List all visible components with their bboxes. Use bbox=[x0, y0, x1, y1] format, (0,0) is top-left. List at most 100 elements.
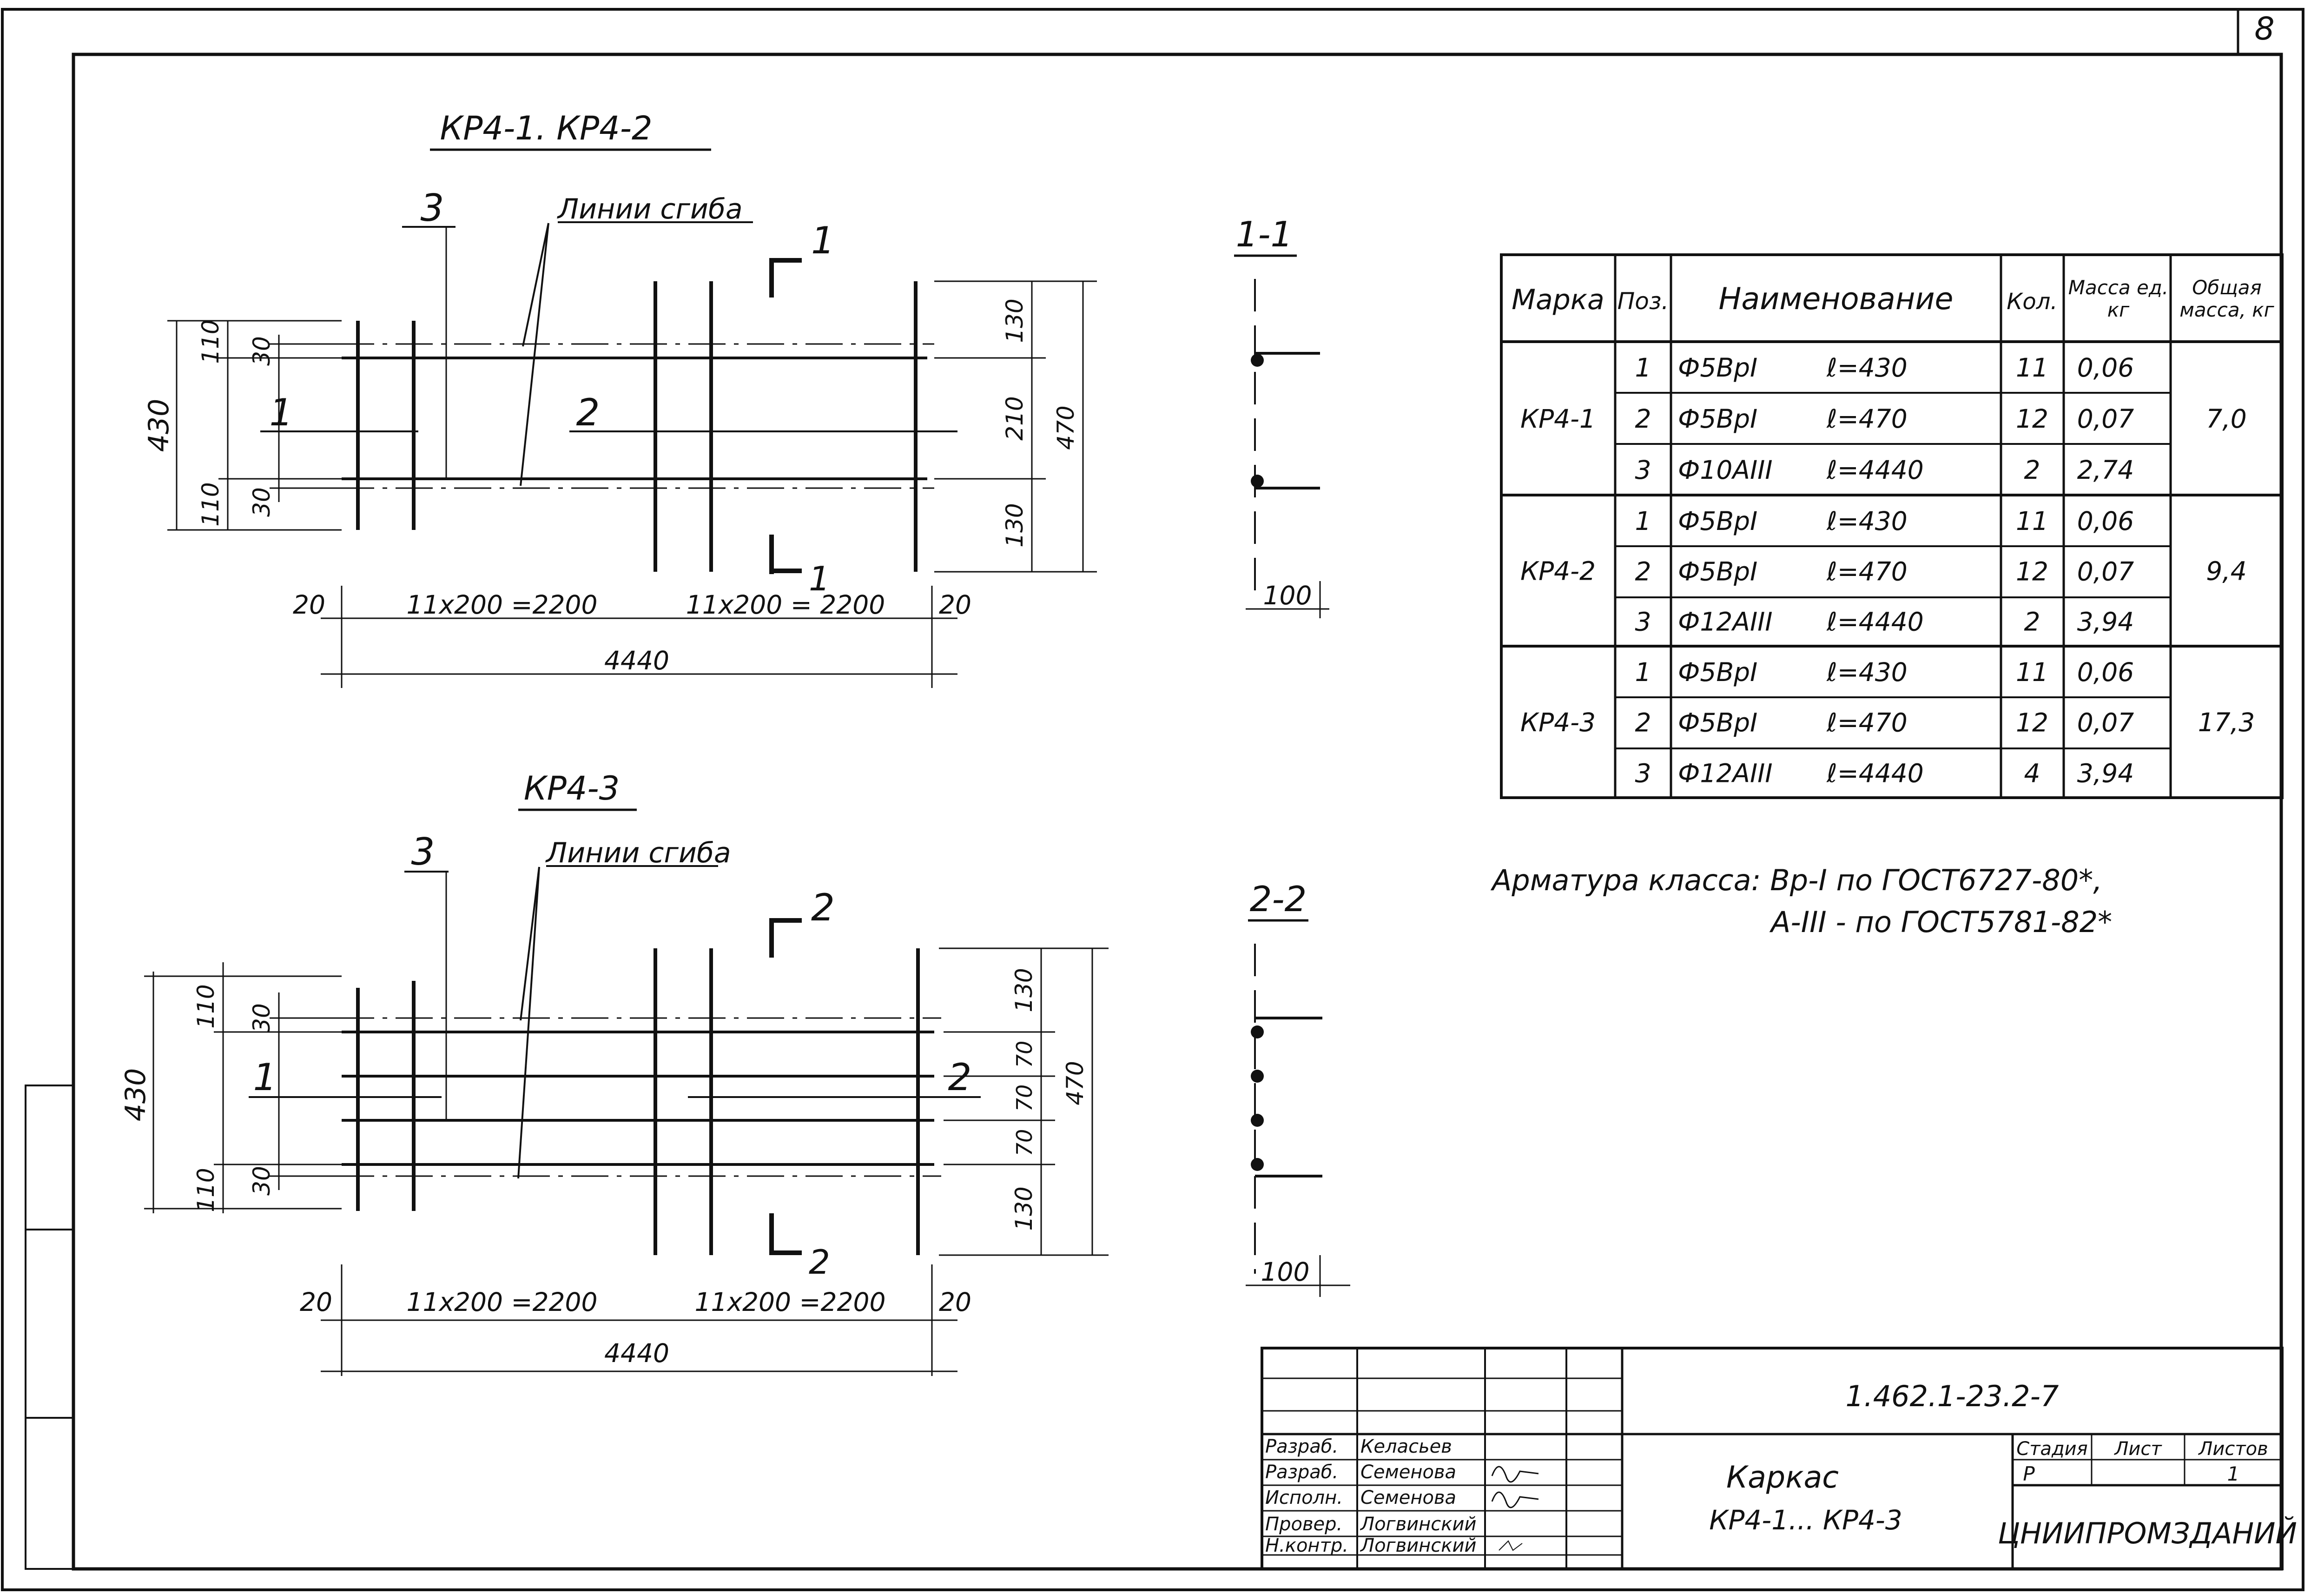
stage-header: Стадия bbox=[2016, 1438, 2087, 1460]
header-total-mass: Общая масса, кг bbox=[2179, 277, 2274, 321]
mark-cell: КР4-1 bbox=[1520, 404, 1596, 434]
dim-bottom-total: 4440 bbox=[604, 1338, 669, 1368]
sheets-header: Листов bbox=[2198, 1438, 2268, 1460]
note-line-1: Арматура класса: Вр-I по ГОСТ6727-80*, bbox=[1490, 863, 2102, 897]
signature-mark bbox=[1491, 1466, 1539, 1483]
sheets-value: 1 bbox=[2227, 1462, 2240, 1485]
quantity-cell: 4 bbox=[2024, 758, 2040, 788]
bar-name-cell: Ф5ВрI bbox=[1678, 404, 1757, 434]
section-2-2-width: 100 bbox=[1261, 1257, 1310, 1287]
quantity-cell: 11 bbox=[2016, 657, 2048, 687]
dim-right-total: 470 bbox=[1062, 1061, 1089, 1105]
header-mark: Марка bbox=[1512, 284, 1604, 316]
dim-bottom-first: 11x200 =2200 bbox=[406, 590, 597, 620]
position-cell: 2 bbox=[1635, 556, 1651, 586]
unit-mass-cell: 0,06 bbox=[2077, 353, 2134, 383]
document-code: 1.462.1-23.2-7 bbox=[1846, 1379, 2059, 1413]
dim-bottom-left-end: 20 bbox=[293, 590, 325, 620]
position-label-3: 3 bbox=[411, 830, 435, 873]
staff-role: Разраб. bbox=[1265, 1436, 1338, 1457]
bar-name-cell: Ф12АIII bbox=[1678, 758, 1773, 788]
quantity-cell: 2 bbox=[2024, 455, 2040, 485]
dim-right-top: 130 bbox=[1010, 968, 1037, 1012]
position-cell: 1 bbox=[1635, 353, 1651, 383]
bar-length-cell: ℓ=470 bbox=[1826, 708, 1908, 738]
position-label-3: 3 bbox=[421, 186, 444, 230]
section-mark-2-top: 2 bbox=[811, 886, 835, 929]
section-1-1: 1-1 100 bbox=[1234, 214, 1329, 618]
title-line-1: Каркас bbox=[1726, 1460, 1839, 1495]
position-cell: 2 bbox=[1635, 404, 1651, 434]
sheet-number: 8 bbox=[2254, 11, 2274, 47]
dim-bottom-second: 11x200 = 2200 bbox=[686, 590, 885, 620]
staff-role: Разраб. bbox=[1265, 1462, 1338, 1483]
staff-role: Исполн. bbox=[1265, 1487, 1343, 1508]
dim-bottom-left-end: 20 bbox=[300, 1287, 332, 1317]
position-cell: 3 bbox=[1635, 758, 1651, 788]
section-2-2: 2-2 100 bbox=[1246, 879, 1350, 1297]
unit-mass-cell: 0,07 bbox=[2077, 556, 2134, 586]
title-line-2: КР4-1... КР4-3 bbox=[1709, 1504, 1902, 1536]
bar-length-cell: ℓ=430 bbox=[1826, 506, 1908, 536]
position-label-1: 1 bbox=[253, 1056, 277, 1099]
bar-name-cell: Ф5ВрI bbox=[1678, 506, 1757, 536]
unit-mass-cell: 0,07 bbox=[2077, 404, 2134, 434]
unit-mass-cell: 0,06 bbox=[2077, 657, 2134, 687]
dim-right-70b: 70 bbox=[1012, 1085, 1037, 1112]
staff-name: Келасьев bbox=[1360, 1436, 1452, 1457]
staff-name: Логвинский bbox=[1360, 1514, 1476, 1535]
mark-cell: КР4-3 bbox=[1520, 708, 1596, 737]
bottom-view: КР4-3 2 2 3 1 2 Линии сгиба bbox=[119, 769, 1109, 1376]
bar-length-cell: ℓ=430 bbox=[1826, 657, 1908, 687]
organization: ЦНИИПРОМЗДАНИЙ bbox=[1998, 1516, 2297, 1550]
staff-name: Семенова bbox=[1360, 1487, 1456, 1508]
bar-length-cell: ℓ=4440 bbox=[1826, 455, 1924, 485]
note-line-2: А-III - по ГОСТ5781-82* bbox=[1769, 905, 2112, 939]
bottom-view-title: КР4-3 bbox=[524, 769, 620, 807]
spec-table: Марка Поз. Наименование Кол. Масса ед. к… bbox=[1500, 253, 2284, 799]
unit-mass-cell: 0,07 bbox=[2077, 708, 2134, 738]
header-unit-mass: Масса ед. кг bbox=[2068, 277, 2169, 321]
bar-name-cell: Ф12АIII bbox=[1678, 607, 1773, 637]
dim-right-total: 470 bbox=[1052, 405, 1079, 450]
header-name: Наименование bbox=[1718, 282, 1953, 317]
position-label-2: 2 bbox=[948, 1056, 972, 1099]
staff-name: Семенова bbox=[1360, 1462, 1456, 1483]
dim-right-bottom: 130 bbox=[1010, 1186, 1037, 1230]
section-1-1-width: 100 bbox=[1263, 581, 1312, 610]
quantity-cell: 11 bbox=[2016, 353, 2048, 383]
dim-right-bottom: 130 bbox=[1001, 503, 1028, 547]
quantity-cell: 11 bbox=[2016, 506, 2048, 536]
dim-right-70a: 70 bbox=[1012, 1041, 1037, 1068]
unit-mass-cell: 0,06 bbox=[2077, 506, 2134, 536]
header-position: Поз. bbox=[1618, 288, 1669, 315]
dim-left-inner-top: 30 bbox=[248, 336, 275, 366]
unit-mass-cell: 3,94 bbox=[2077, 607, 2134, 637]
total-mass-cell: 7,0 bbox=[2206, 404, 2246, 434]
sheet-header: Лист bbox=[2113, 1438, 2162, 1460]
dim-left-edge-bottom: 110 bbox=[192, 1168, 219, 1212]
bar-name-cell: Ф5ВрI bbox=[1678, 353, 1757, 383]
bend-lines-label: Линии сгиба bbox=[545, 837, 731, 869]
position-label-1: 1 bbox=[270, 391, 293, 434]
top-view: КР4-1. КР4-2 1 1 3 1 2 Линии сгиба bbox=[143, 109, 1097, 688]
bar-name-cell: Ф10АIII bbox=[1678, 455, 1773, 485]
quantity-cell: 2 bbox=[2024, 607, 2040, 637]
dim-bottom-right-end: 20 bbox=[939, 1287, 971, 1317]
header-quantity: Кол. bbox=[2007, 289, 2057, 315]
bar-length-cell: ℓ=4440 bbox=[1826, 607, 1924, 637]
position-cell: 1 bbox=[1635, 506, 1651, 536]
signature-mark bbox=[1499, 1540, 1523, 1551]
top-view-title: КР4-1. КР4-2 bbox=[440, 109, 653, 147]
dim-left-total: 430 bbox=[119, 1068, 152, 1122]
bar-length-cell: ℓ=4440 bbox=[1826, 758, 1924, 788]
bar-name-cell: Ф5ВрI bbox=[1678, 708, 1757, 738]
dim-left-total: 430 bbox=[143, 399, 175, 452]
total-mass-cell: 9,4 bbox=[2206, 556, 2246, 586]
position-cell: 3 bbox=[1635, 607, 1651, 637]
bar-length-cell: ℓ=470 bbox=[1826, 556, 1908, 586]
bar-name-cell: Ф5ВрI bbox=[1678, 657, 1757, 687]
quantity-cell: 12 bbox=[2016, 404, 2048, 434]
section-mark-1-bottom: 1 bbox=[809, 559, 830, 598]
title-block: 1.462.1-23.2-7 Каркас КР4-1... КР4-3 Ста… bbox=[1261, 1347, 2297, 1570]
